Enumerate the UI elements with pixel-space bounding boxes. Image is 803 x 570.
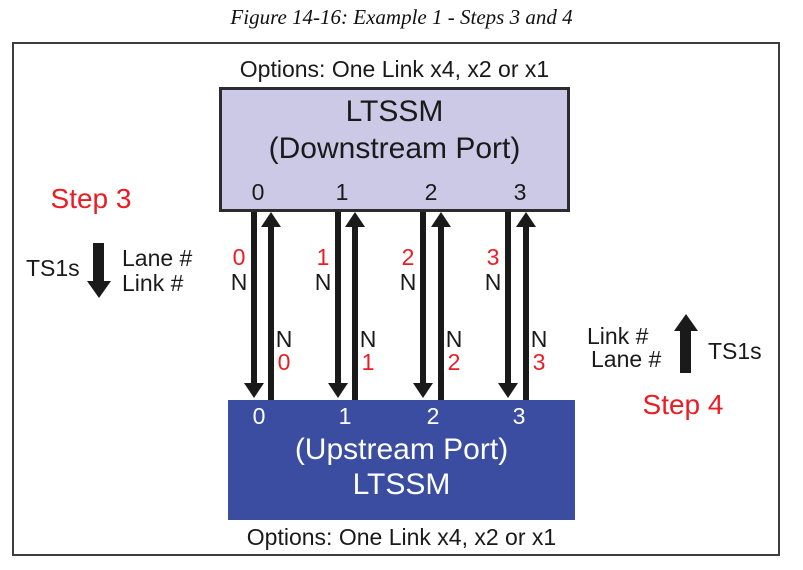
upstream-box-subtitle: (Upstream Port) — [294, 433, 509, 466]
up-arrow-head-2 — [431, 212, 451, 227]
step3-lane-caption: Lane # — [122, 245, 193, 271]
up-arrow-head-0 — [261, 212, 281, 227]
step4-up-arrow-icon — [674, 314, 698, 331]
downstream-port-box: LTSSM (Downstream Port) — [219, 87, 570, 212]
upstream-link-lane-label-3: N 3 — [519, 328, 559, 374]
down-arrow-shaft-0 — [251, 212, 257, 383]
link-number: N — [530, 326, 548, 352]
step4-lane-caption: Lane # — [591, 346, 662, 372]
downstream-lane-link-label-0: 0 N — [219, 245, 259, 295]
down-arrow-head-2 — [413, 383, 433, 398]
link-number: N — [445, 326, 463, 352]
link-number: N — [275, 326, 293, 352]
downstream-link-number-0: 0 — [251, 179, 265, 205]
downstream-lane-link-label-1: 1 N — [303, 245, 343, 295]
downstream-lane-link-label-3: 3 N — [473, 245, 513, 295]
lane-number: 0 — [232, 244, 246, 270]
downstream-lane-link-label-2: 2 N — [388, 245, 428, 295]
down-arrow-shaft-1 — [335, 212, 341, 383]
downstream-link-number-2: 2 — [424, 179, 438, 205]
step4-link-caption: Link # — [587, 323, 649, 349]
downstream-box-subtitle: (Downstream Port) — [268, 132, 521, 165]
up-arrow-head-3 — [516, 212, 536, 227]
lane-number: 1 — [361, 349, 375, 375]
downstream-link-number-1: 1 — [335, 179, 349, 205]
lane-number: 0 — [277, 349, 291, 375]
step4-up-arrow-shaft — [680, 331, 691, 373]
link-number: N — [230, 269, 248, 295]
down-arrow-head-1 — [328, 383, 348, 398]
downstream-options-label: Options: One Link x4, x2 or x1 — [239, 56, 550, 82]
up-arrow-shaft-1 — [352, 227, 358, 400]
up-arrow-head-1 — [345, 212, 365, 227]
down-arrow-shaft-2 — [420, 212, 426, 383]
upstream-box-title: LTSSM — [352, 468, 451, 501]
upstream-link-lane-label-2: N 2 — [434, 328, 474, 374]
upstream-options-label: Options: One Link x4, x2 or x1 — [246, 524, 557, 550]
upstream-link-number-0: 0 — [252, 403, 266, 429]
step4-label: Step 4 — [642, 389, 724, 420]
step4-ts1s-label: TS1s — [708, 338, 762, 364]
step3-down-arrow-shaft — [93, 243, 104, 281]
downstream-link-number-3: 3 — [513, 179, 527, 205]
upstream-port-box: (Upstream Port) LTSSM — [228, 400, 575, 520]
link-number: N — [484, 269, 502, 295]
lane-number: 3 — [486, 244, 500, 270]
down-arrow-shaft-3 — [505, 212, 511, 383]
step3-label: Step 3 — [50, 183, 132, 214]
upstream-link-lane-label-1: N 1 — [348, 328, 388, 374]
link-number: N — [399, 269, 417, 295]
step3-link-caption: Link # — [122, 270, 184, 296]
up-arrow-shaft-0 — [268, 227, 274, 400]
lane-number: 1 — [316, 244, 330, 270]
down-arrow-head-3 — [498, 383, 518, 398]
upstream-link-number-1: 1 — [338, 403, 352, 429]
step3-ts1s-label: TS1s — [26, 255, 80, 281]
lane-number: 2 — [447, 349, 461, 375]
up-arrow-shaft-3 — [523, 227, 529, 400]
upstream-link-number-3: 3 — [512, 403, 526, 429]
down-arrow-head-0 — [244, 383, 264, 398]
link-number: N — [314, 269, 332, 295]
downstream-box-title: LTSSM — [345, 95, 444, 128]
figure-caption: Figure 14-16: Example 1 - Steps 3 and 4 — [230, 5, 573, 29]
step3-down-arrow-icon — [87, 281, 111, 298]
link-number: N — [359, 326, 377, 352]
lane-number: 3 — [532, 349, 546, 375]
lane-number: 2 — [401, 244, 415, 270]
upstream-link-number-2: 2 — [426, 403, 440, 429]
upstream-link-lane-label-0: N 0 — [264, 328, 304, 374]
up-arrow-shaft-2 — [438, 227, 444, 400]
